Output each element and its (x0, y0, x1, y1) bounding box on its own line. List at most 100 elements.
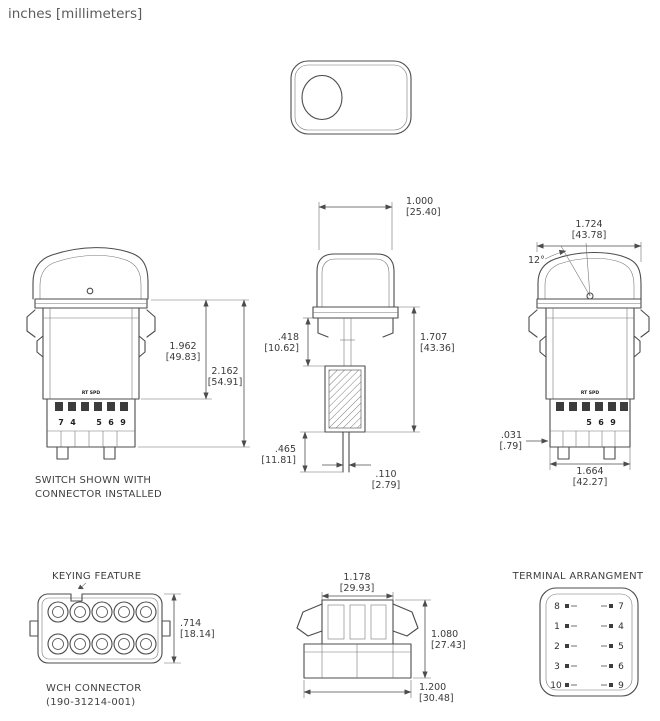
dim-height: 1.707 [43.36] (365, 306, 455, 433)
terminal-id: 4 (618, 622, 624, 632)
switch-body (42, 307, 140, 400)
dim-face-height: .714 [18.14] (164, 593, 215, 664)
dim-wire-width: .110 [2.79] (322, 462, 400, 491)
connector-section (324, 365, 366, 433)
dim-connector-width-in: 1.664 (576, 466, 603, 477)
terminal-number: 9 (610, 418, 616, 427)
housing-wall-left (317, 317, 329, 338)
connector-body (549, 398, 631, 448)
dim-body-height-mm: [49.83] (166, 352, 201, 363)
rocker-profile (537, 252, 642, 300)
terminal-id: 10 (550, 681, 562, 691)
actuator-outline (290, 60, 412, 135)
connector-caption-line1: WCH CONNECTOR (46, 683, 142, 694)
keying-notch (70, 593, 83, 602)
dim-connector-depth-in: .465 (275, 444, 296, 455)
panel-marking: RT SPD (82, 390, 100, 396)
connector-foot (56, 446, 69, 460)
dim-panel-gap-in: .031 (501, 430, 522, 441)
dim-face-height-in: .714 (180, 618, 201, 629)
dim-angle: 12° (528, 249, 567, 266)
switch-body (545, 307, 635, 400)
connector-caption-line2: (190-31214-001) (46, 697, 136, 708)
terminal-id: 6 (618, 662, 624, 672)
connector-hatch (328, 369, 362, 429)
dim-face-height-mm: [18.14] (180, 629, 215, 640)
rocker-front (316, 253, 395, 308)
latch-wing-right (392, 603, 419, 637)
connector-foot (603, 446, 616, 460)
dim-wire-in: .110 (375, 469, 396, 480)
dim-panel-gap-mm: [.79] (499, 441, 522, 452)
rocker-profile (32, 247, 149, 300)
dim-actuator-width-mm: [43.78] (572, 230, 607, 241)
terminal-id: 2 (554, 642, 560, 652)
mounting-ear-right (640, 309, 650, 338)
side-view-caption-line1: SWITCH SHOWN WITH (35, 475, 151, 486)
panel-marking: RT SPD (581, 390, 599, 396)
dim-bezel-to-connector: .418 [10.62] (264, 317, 325, 367)
mounting-ear-left (26, 309, 36, 338)
dim-connector-width-mm: [42.27] (573, 477, 608, 488)
dim-connector-height: 1.080 [27.43] (395, 599, 466, 679)
dim-top-width: 1.178 [29.93] (321, 572, 394, 601)
dim-height-in: 1.707 (420, 332, 447, 343)
terminal-number: 6 (108, 418, 114, 427)
terminal-id: 3 (554, 662, 560, 672)
connector-lower-body (303, 643, 412, 679)
dim-connector-depth: .465 [11.81] (261, 431, 343, 473)
terminal-number: 5 (96, 418, 102, 427)
terminal-id: 7 (618, 602, 624, 612)
keying-connector-view: KEYING FEATURE .714 [18.14] WCH CONNEC (29, 571, 215, 708)
connector-face (37, 593, 163, 664)
terminal-arrangement-title: TERMINAL ARRANGMENT (512, 571, 644, 582)
dim-width-in: 1.000 (406, 196, 433, 207)
terminal-number: 7 (58, 418, 64, 427)
dim-top-width-mm: [29.93] (340, 583, 375, 594)
terminal-arrangement-view: TERMINAL ARRANGMENT 8 7 1 4 2 5 3 6 10 9 (512, 571, 644, 697)
housing-wall-right (382, 317, 394, 338)
terminal-id: 9 (618, 681, 624, 691)
dim-body-height: 1.962 [49.83] (141, 299, 249, 400)
angle-label: 12° (528, 255, 545, 266)
terminal-id: 8 (554, 602, 560, 612)
front-view: 1.000 [25.40] .418 [10.62] 1.707 [43.36]… (261, 196, 454, 491)
latch-ramp-right (138, 335, 146, 358)
dim-bezel-mm: [10.62] (264, 343, 299, 354)
terminal-number: 6 (598, 418, 604, 427)
actuator-inner-outline (294, 64, 408, 131)
connector-foot (103, 446, 116, 460)
dim-bottom-width-mm: [30.48] (419, 693, 454, 704)
terminal-number: 4 (70, 418, 76, 427)
terminal-cavities (47, 601, 157, 655)
terminal-shell-inner (545, 593, 633, 691)
dim-connector-height-in: 1.080 (431, 629, 458, 640)
side-view-caption-line2: CONNECTOR INSTALLED (35, 489, 162, 500)
dim-bottom-width-in: 1.200 (419, 682, 446, 693)
mounting-ear-left (528, 309, 538, 338)
side-tab-right (161, 620, 171, 637)
side-tab-left (29, 620, 39, 637)
terminal-number: 5 (586, 418, 592, 427)
dim-connector-height-mm: [27.43] (431, 640, 466, 651)
dim-actuator-width-in: 1.724 (575, 219, 602, 230)
dim-width-mm: [25.40] (406, 207, 441, 218)
terminal-number: 9 (120, 418, 126, 427)
latch-wing-left (296, 603, 323, 637)
side-view-right: RT SPD 5 6 9 1.724 [43.78] 12° .031 [.79… (499, 219, 650, 488)
connector-body (46, 398, 136, 448)
dim-connector-width: 1.664 [42.27] (549, 447, 631, 488)
keying-feature-label: KEYING FEATURE (52, 571, 141, 582)
dim-width: 1.000 [25.40] (318, 196, 441, 250)
connector-upper-body (321, 599, 394, 645)
dim-total-height-mm: [54.91] (208, 377, 243, 388)
terminal-id: 1 (554, 622, 560, 632)
dim-bezel-in: .418 (278, 332, 299, 343)
terminal-shell-outer (539, 587, 639, 697)
actuator-top-view (290, 60, 412, 135)
dim-body-height-in: 1.962 (169, 341, 196, 352)
dim-total-height-in: 2.162 (211, 366, 238, 377)
latch-ramp-left (36, 335, 44, 358)
